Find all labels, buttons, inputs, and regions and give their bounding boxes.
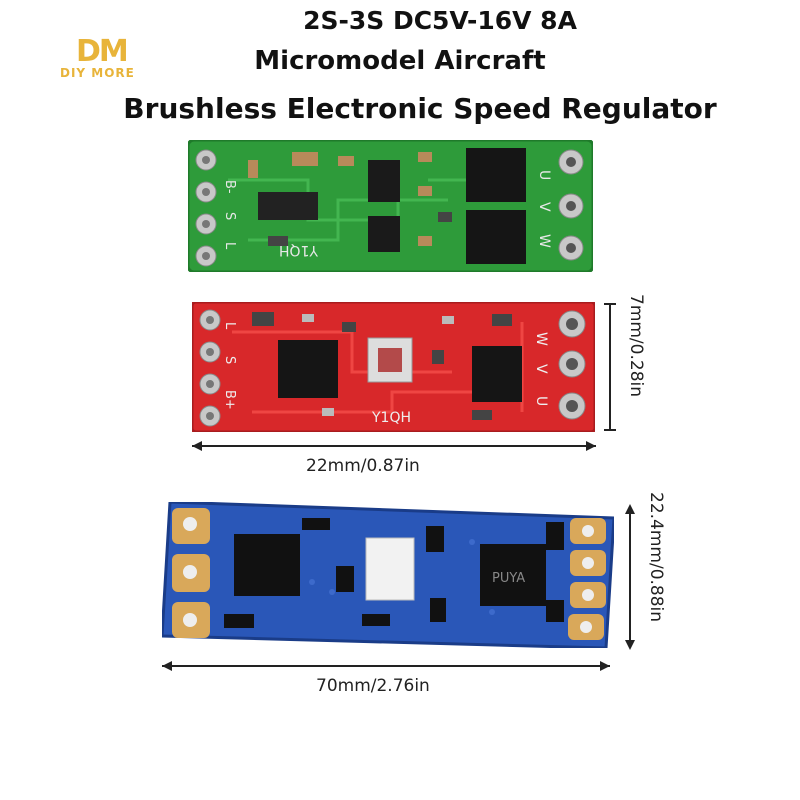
title-line-1: 2S-3S DC5V-16V 8A: [303, 6, 577, 35]
blue-height-label: 22.4mm/0.88in: [646, 492, 666, 623]
red-label-s: S: [222, 356, 237, 364]
logo-text: DIY MORE: [60, 66, 135, 80]
red-width-label: 22mm/0.87in: [306, 456, 420, 476]
brand-logo: DM DIY MORE: [60, 34, 160, 80]
red-label-b: B+: [222, 390, 237, 410]
green-motor-u: U: [536, 170, 552, 180]
red-right-pads: [558, 310, 586, 420]
blue-chip-text: PUYA: [492, 571, 525, 586]
title-line-2: Micromodel Aircraft: [254, 46, 546, 76]
blue-esc-board: PUYA: [162, 502, 614, 648]
green-motor-w: W: [536, 234, 552, 248]
green-left-pads: [195, 149, 217, 267]
red-motor-v: V: [533, 364, 549, 374]
green-label-l: L: [222, 242, 237, 250]
blue-width-label: 70mm/2.76in: [316, 676, 430, 696]
title-line-3: Brushless Electronic Speed Regulator: [123, 92, 717, 125]
green-esc-board: B- S L Y1QH U V W: [188, 140, 593, 272]
red-label-l: L: [222, 322, 237, 330]
blue-width-line: [162, 661, 610, 671]
red-motor-w: W: [533, 332, 549, 346]
red-height-line: [604, 303, 616, 431]
green-right-pads: [558, 149, 584, 261]
red-width-line: [192, 441, 596, 451]
red-esc-board: L S B+ Y1QH W V U: [192, 302, 595, 432]
logo-mark: DM: [76, 34, 129, 69]
blue-height-line: [625, 504, 635, 650]
green-motor-v: V: [536, 202, 552, 212]
blue-right-pads: [568, 518, 606, 640]
red-silkscreen: Y1QH: [371, 410, 411, 426]
green-label-b: B-: [222, 180, 237, 194]
blue-left-pads: [172, 508, 210, 638]
green-silkscreen: Y1QH: [279, 242, 319, 258]
red-height-label: 7mm/0.28in: [626, 294, 646, 398]
red-left-pads: [199, 309, 221, 427]
red-motor-u: U: [533, 396, 549, 406]
green-label-s: S: [222, 212, 237, 220]
